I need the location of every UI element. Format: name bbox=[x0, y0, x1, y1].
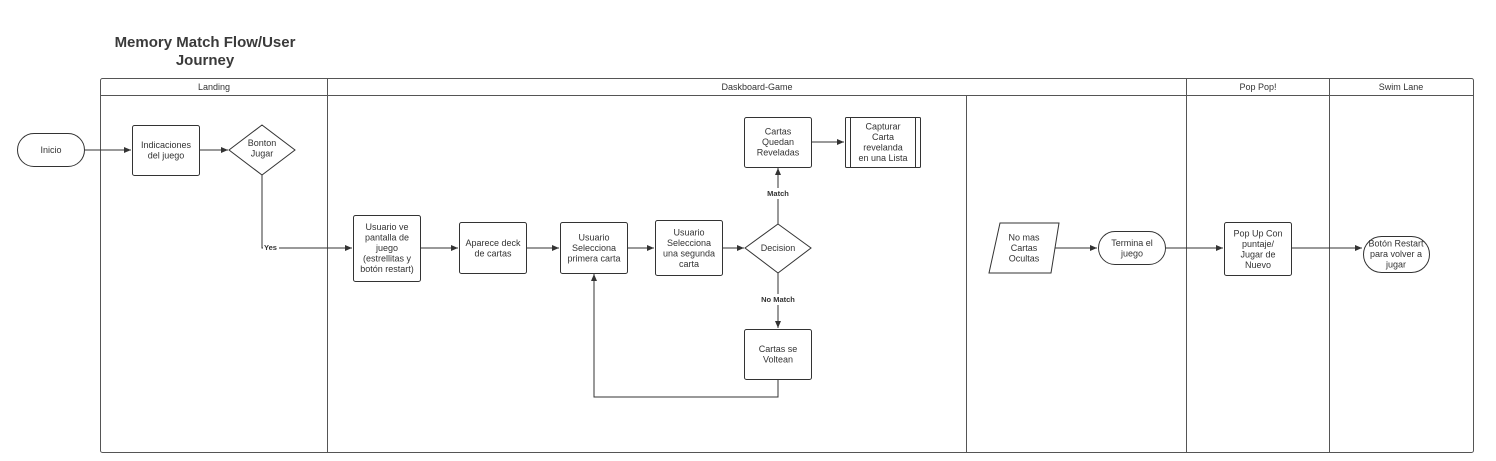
node-cartas-voltean bbox=[744, 329, 812, 380]
node-cartas-reveladas bbox=[744, 117, 812, 168]
node-label-line: en una Lista bbox=[858, 153, 907, 163]
diagram-title: Memory Match Flow/User Journey bbox=[100, 34, 310, 70]
node-label-line: Jugar de bbox=[1240, 249, 1275, 259]
diagram-title-line-1: Memory Match Flow/User bbox=[114, 34, 296, 51]
node-label-line: puntaje/ bbox=[1242, 239, 1275, 249]
node-usuario-ve bbox=[353, 215, 421, 282]
node-label-line: Termina el bbox=[1111, 238, 1153, 248]
node-termina-juego bbox=[1098, 231, 1166, 265]
connectors bbox=[84, 139, 1362, 398]
node-label-line: Jugar bbox=[251, 148, 274, 158]
edge-label-no-match: No Match bbox=[761, 295, 795, 304]
node-label-line: Indicaciones bbox=[141, 140, 192, 150]
node-label-line: Botón Restart bbox=[1368, 239, 1424, 249]
node-label-line: (estrellitas y bbox=[363, 254, 412, 264]
node-decision-text: Decision bbox=[761, 243, 796, 253]
node-label-line: Cartas bbox=[1011, 243, 1038, 253]
node-popup-puntaje bbox=[1224, 222, 1292, 276]
lane-header-swim-lane: Swim Lane bbox=[1379, 82, 1424, 92]
node-label-line: carta bbox=[679, 259, 699, 269]
node-label-line: Decision bbox=[761, 243, 796, 253]
node-label-line: Nuevo bbox=[1245, 260, 1271, 270]
diagram-title-line-2: Journey bbox=[175, 52, 235, 69]
node-label-line: Reveladas bbox=[757, 148, 800, 158]
node-label-line: Carta bbox=[872, 132, 894, 142]
node-capturar-carta bbox=[845, 117, 921, 168]
node-label-line: No mas bbox=[1008, 233, 1040, 243]
node-decision bbox=[744, 223, 812, 274]
node-label-line: Quedan bbox=[762, 137, 794, 147]
node-label-line: revelanda bbox=[863, 142, 903, 152]
node-label-line: Selecciona bbox=[572, 243, 616, 253]
node-inicio bbox=[17, 133, 85, 167]
edge-label-match: Match bbox=[767, 189, 789, 198]
node-label-line: de cartas bbox=[474, 248, 512, 258]
node-label-line: Ocultas bbox=[1009, 254, 1040, 264]
node-boton-restart bbox=[1363, 236, 1430, 273]
node-indicaciones bbox=[132, 125, 200, 176]
node-label-line: Usuario bbox=[673, 227, 704, 237]
lane-header-pop-pop: Pop Pop! bbox=[1239, 82, 1276, 92]
node-label-line: Cartas se bbox=[759, 344, 798, 354]
node-label-line: para volver a bbox=[1370, 249, 1422, 259]
edge-voltean-primera bbox=[591, 274, 779, 398]
node-bonton-jugar bbox=[228, 124, 296, 176]
node-no-mas-cartas bbox=[988, 222, 1060, 274]
node-label-line: juego bbox=[375, 243, 398, 253]
node-label-line: Selecciona bbox=[667, 238, 711, 248]
node-label-line: Usuario ve bbox=[365, 222, 408, 232]
edge-bonton-usuario-ve bbox=[261, 175, 352, 251]
node-label-line: Capturar bbox=[865, 121, 900, 131]
node-label-line: pantalla de bbox=[365, 233, 409, 243]
node-primera-carta bbox=[560, 222, 628, 274]
node-label-line: Bonton bbox=[248, 138, 277, 148]
node-label-line: una segunda bbox=[663, 248, 715, 258]
node-label-line: juego bbox=[1120, 248, 1143, 258]
node-label-line: Inicio bbox=[40, 145, 61, 155]
node-label-line: Pop Up Con bbox=[1233, 228, 1282, 238]
node-aparece bbox=[459, 222, 527, 274]
node-label-line: Voltean bbox=[763, 354, 793, 364]
lane-header-dashboard-game: Daskboard-Game bbox=[721, 82, 792, 92]
node-label-line: botón restart) bbox=[360, 264, 414, 274]
node-label-line: Aparece deck bbox=[465, 238, 521, 248]
node-label-line: primera carta bbox=[567, 254, 620, 264]
node-label-line: Cartas bbox=[765, 127, 792, 137]
node-label-line: Usuario bbox=[578, 233, 609, 243]
node-label-line: jugar bbox=[1385, 260, 1406, 270]
swimlane-frame bbox=[100, 78, 1474, 453]
lane-header-landing: Landing bbox=[198, 82, 230, 92]
edge-label-yes: Yes bbox=[264, 243, 277, 252]
node-label-line: del juego bbox=[148, 150, 185, 160]
node-segunda-carta bbox=[655, 220, 723, 276]
node-inicio-text: Inicio bbox=[40, 145, 61, 155]
